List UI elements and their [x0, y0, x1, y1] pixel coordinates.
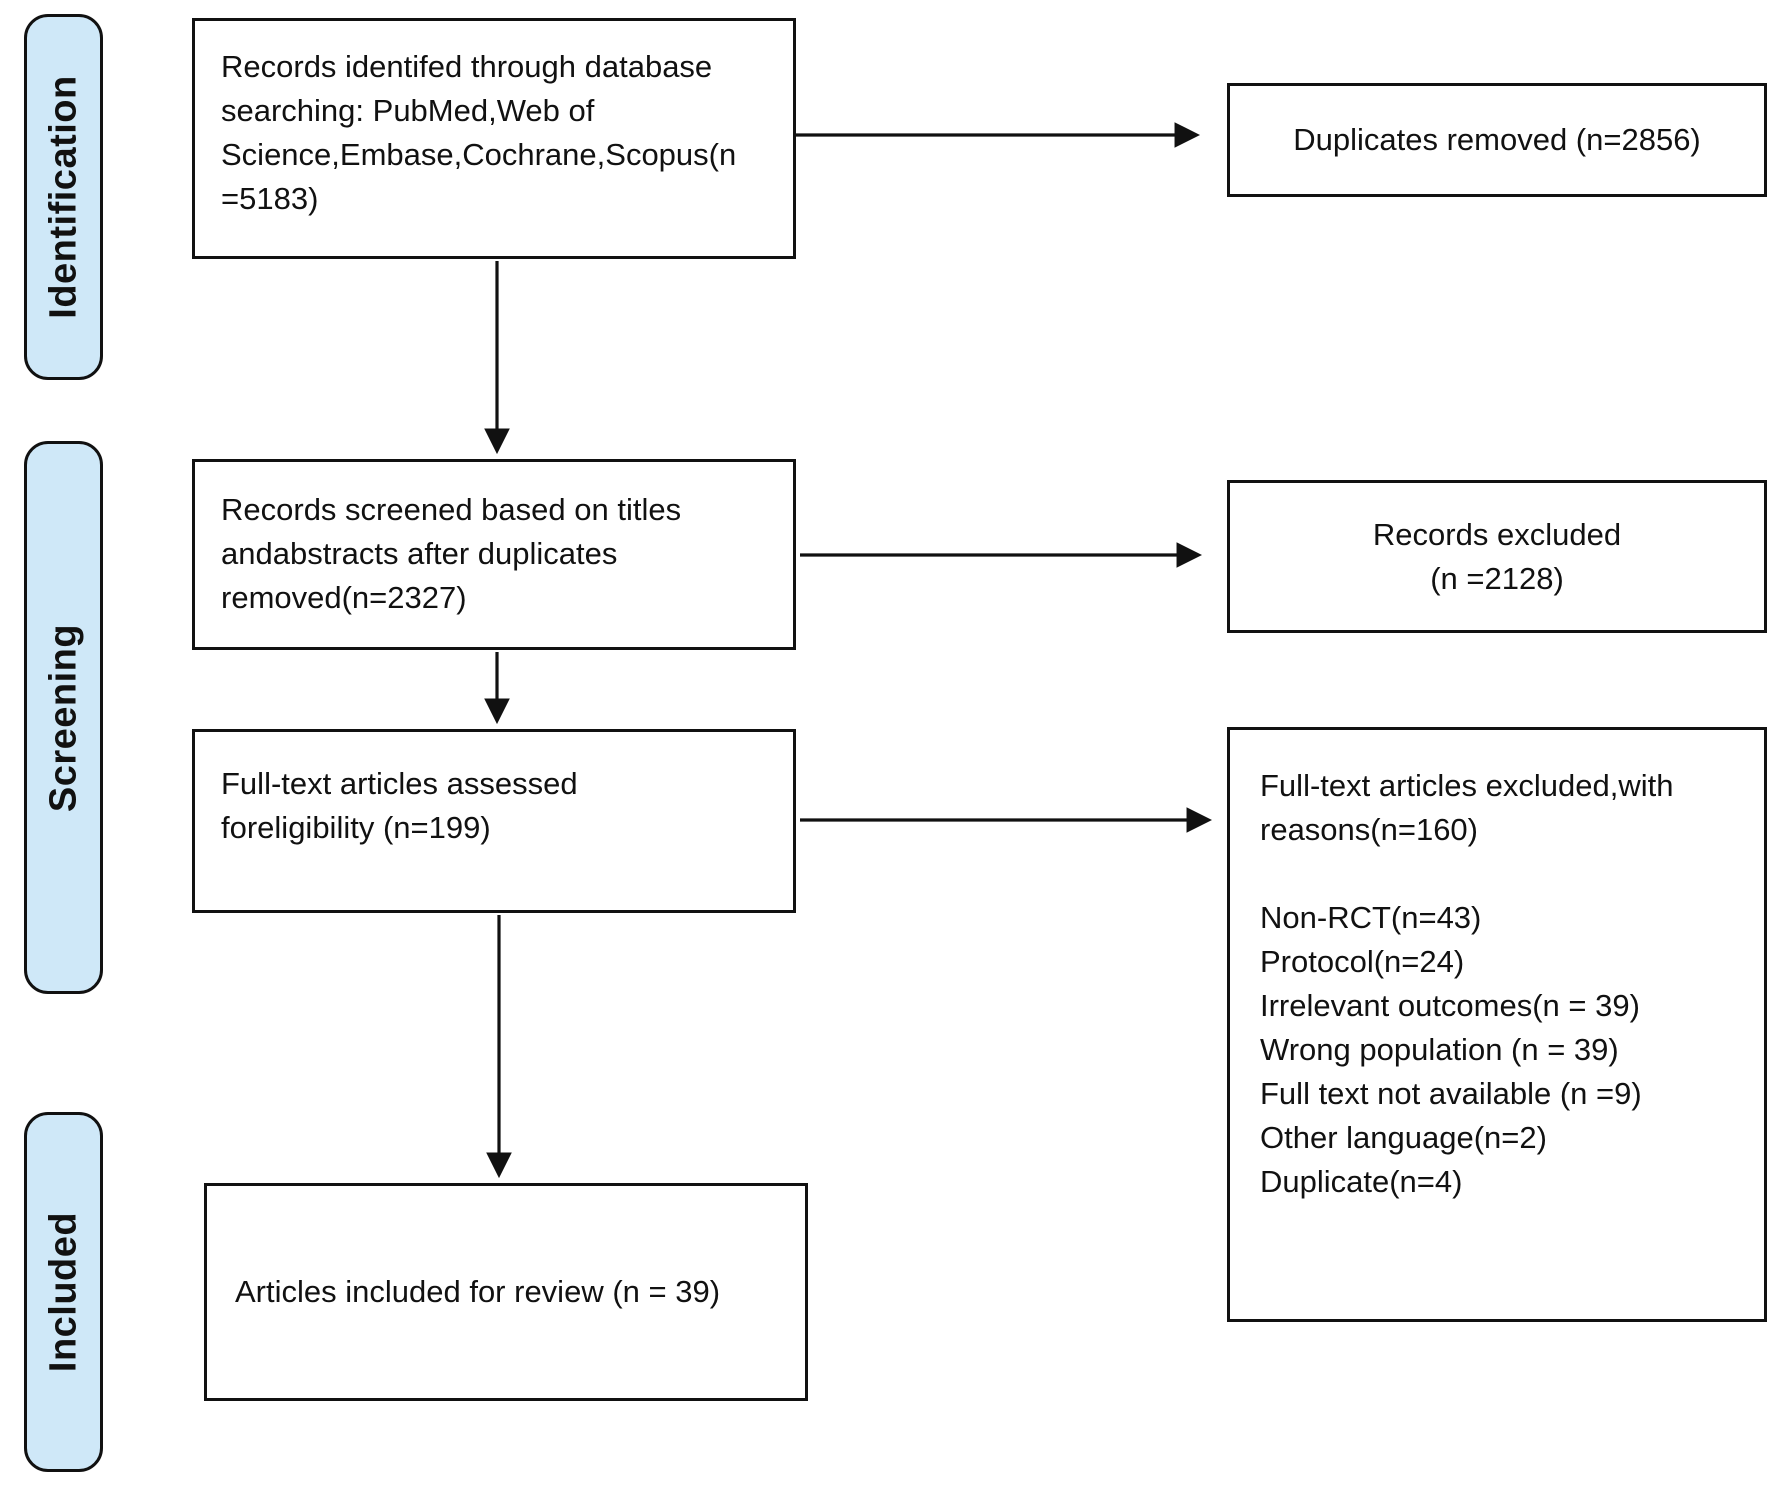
box-line: Records identifed through database — [221, 49, 713, 84]
box-line: removed(n=2327) — [221, 580, 467, 615]
box-line: =5183) — [221, 181, 319, 216]
box-line: Other language(n=2) — [1260, 1120, 1547, 1155]
stage-pill-included: Included — [24, 1112, 103, 1472]
box-line: Duplicates removed (n=2856) — [1293, 122, 1701, 157]
box-line: Records screened based on titles — [221, 492, 682, 527]
stage-label-included: Included — [42, 1211, 84, 1373]
box-line: reasons(n=160) — [1260, 812, 1478, 847]
box-line: Wrong population (n = 39) — [1260, 1032, 1619, 1067]
box-line: Records excluded — [1372, 516, 1622, 552]
box-line: Articles included for review (n = 39) — [235, 1274, 721, 1309]
box-line: searching: PubMed,Web of — [221, 93, 595, 128]
stage-label-identification: Identification — [42, 75, 84, 319]
box-line: andabstracts after duplicates — [221, 536, 618, 571]
box-line: Protocol(n=24) — [1260, 944, 1465, 979]
box-records-screened: Records screened based on titles andabst… — [192, 459, 796, 650]
box-duplicates-removed: Duplicates removed (n=2856) — [1227, 83, 1767, 197]
box-records-excluded: Records excluded (n =2128) — [1227, 480, 1767, 633]
box-articles-included: Articles included for review (n = 39) — [204, 1183, 808, 1401]
box-line: Science,Embase,Cochrane,Scopus(n — [221, 137, 737, 172]
box-fulltext-excluded: Full-text articles excluded,with reasons… — [1227, 727, 1767, 1322]
box-line: (n =2128) — [1430, 560, 1564, 596]
box-fulltext-assessed: Full-text articles assessed foreligibili… — [192, 729, 796, 913]
box-line: Duplicate(n=4) — [1260, 1164, 1463, 1199]
box-line: Full-text articles excluded,with — [1260, 768, 1674, 803]
stage-pill-identification: Identification — [24, 14, 103, 380]
stage-pill-screening: Screening — [24, 441, 103, 994]
stage-label-screening: Screening — [42, 623, 84, 812]
box-line: Full text not available (n =9) — [1260, 1076, 1642, 1111]
box-records-identified: Records identifed through database searc… — [192, 18, 796, 259]
box-line: Irrelevant outcomes(n = 39) — [1260, 988, 1640, 1023]
box-line: foreligibility (n=199) — [221, 810, 491, 845]
box-line — [1260, 852, 1756, 896]
box-line: Non-RCT(n=43) — [1260, 900, 1482, 935]
box-line: Full-text articles assessed — [221, 766, 578, 801]
